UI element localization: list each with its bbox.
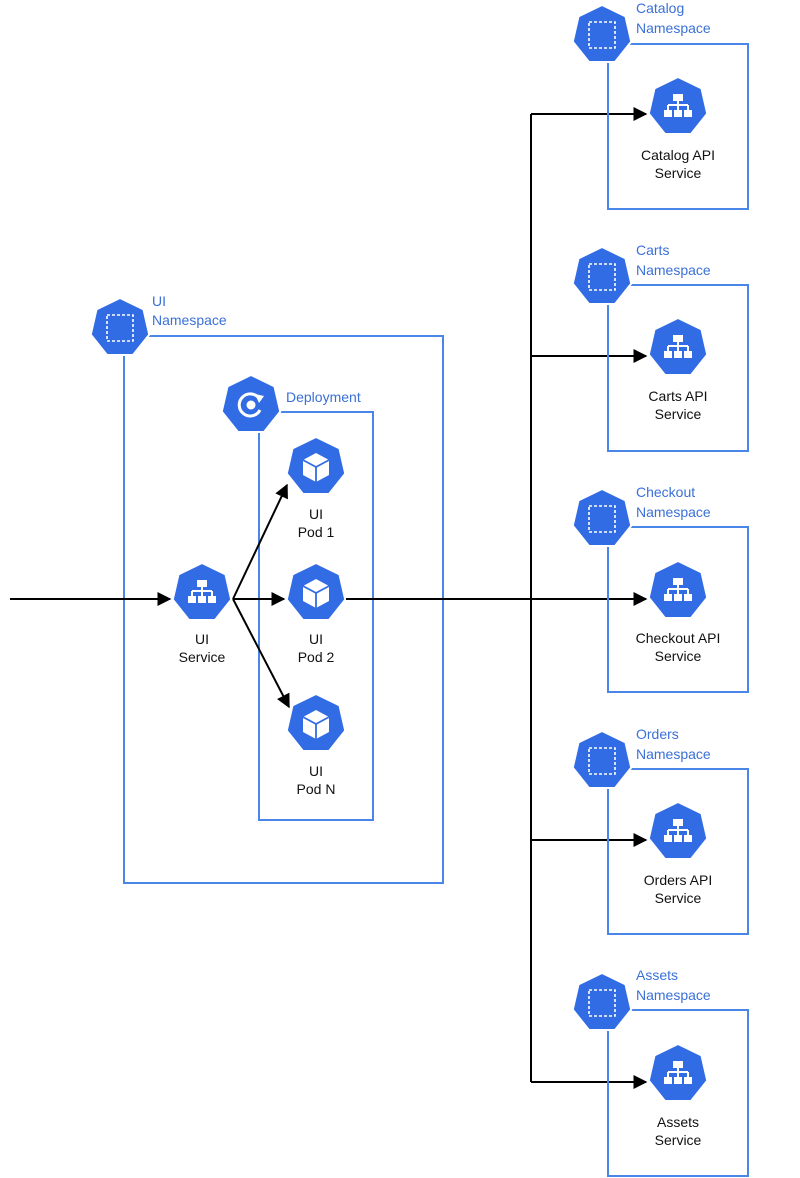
catalog-namespace-title-line-1: Catalog <box>636 0 684 16</box>
pod-2-label-line-2: Pod 2 <box>298 649 335 665</box>
pod-n-label-line-2: Pod N <box>297 781 336 797</box>
pod-icon <box>285 692 347 753</box>
pod-icon <box>285 435 347 496</box>
orders-namespace-title-line-2: Namespace <box>636 746 711 762</box>
ui-service-label-line-2: Service <box>179 649 226 665</box>
checkout-namespace: Checkout Namespace Checkout API Service <box>571 484 749 693</box>
assets-namespace: Assets Namespace Assets Service <box>571 967 749 1177</box>
catalog-namespace-box <box>607 43 749 210</box>
namespace-icon <box>571 3 633 64</box>
orders-service-label-line-2: Service <box>655 890 702 906</box>
catalog-service-label-line-2: Service <box>655 165 702 181</box>
carts-namespace-box <box>607 284 749 452</box>
deployment-title: Deployment <box>286 389 361 405</box>
orders-namespace: Orders Namespace Orders API Service <box>571 726 749 935</box>
pod-n: UI Pod N <box>285 692 347 797</box>
ui-service: UI Service <box>171 561 233 665</box>
checkout-namespace-title-line-2: Namespace <box>636 504 711 520</box>
pod-icon <box>285 561 347 622</box>
checkout-service-label-line-1: Checkout API <box>636 630 721 646</box>
service-icon <box>647 559 709 620</box>
checkout-namespace-box <box>607 526 749 693</box>
pod-1-label-line-1: UI <box>309 506 323 522</box>
carts-service-label-line-2: Service <box>655 406 702 422</box>
pod-1: UI Pod 1 <box>285 435 347 540</box>
service-icon <box>171 561 233 622</box>
assets-namespace-title-line-2: Namespace <box>636 987 711 1003</box>
pod-2: UI Pod 2 <box>285 561 347 665</box>
ui-namespace-title-line-2: Namespace <box>152 312 227 328</box>
namespace-icon <box>89 296 151 357</box>
ui-namespace-box <box>123 335 444 884</box>
pod-n-label-line-1: UI <box>309 763 323 779</box>
ui-namespace-title-line-1: UI <box>152 293 166 309</box>
assets-service-label-line-2: Service <box>655 1132 702 1148</box>
service-icon <box>647 800 709 861</box>
catalog-service-label-line-1: Catalog API <box>641 147 715 163</box>
checkout-namespace-title-line-1: Checkout <box>636 484 695 500</box>
checkout-service-label-line-2: Service <box>655 648 702 664</box>
assets-namespace-box <box>607 1009 749 1177</box>
ui-service-label-line-1: UI <box>195 631 209 647</box>
catalog-namespace: Catalog Namespace Catalog API Service <box>571 0 749 210</box>
orders-service-label-line-1: Orders API <box>644 872 712 888</box>
service-to-pod-1-arrow <box>232 483 288 600</box>
carts-service-label-line-1: Carts API <box>648 388 707 404</box>
carts-namespace: Carts Namespace Carts API Service <box>571 242 749 452</box>
deployment-box <box>258 411 374 821</box>
orders-namespace-title-line-1: Orders <box>636 726 679 742</box>
service-to-pod-n-arrow <box>232 598 290 709</box>
namespace-icon <box>571 487 633 548</box>
deployment-icon <box>220 373 282 434</box>
service-icon <box>647 75 709 136</box>
namespace-icon <box>571 971 633 1032</box>
carts-namespace-title-line-2: Namespace <box>636 262 711 278</box>
pod-2-label-line-1: UI <box>309 631 323 647</box>
namespace-icon <box>571 245 633 306</box>
assets-namespace-title-line-1: Assets <box>636 967 678 983</box>
service-icon <box>647 316 709 377</box>
orders-namespace-box <box>607 768 749 935</box>
assets-service-label-line-1: Assets <box>657 1114 699 1130</box>
namespace-icon <box>571 729 633 790</box>
carts-namespace-title-line-1: Carts <box>636 242 669 258</box>
service-icon <box>647 1042 709 1103</box>
pod-1-label-line-2: Pod 1 <box>298 524 335 540</box>
catalog-namespace-title-line-2: Namespace <box>636 20 711 36</box>
